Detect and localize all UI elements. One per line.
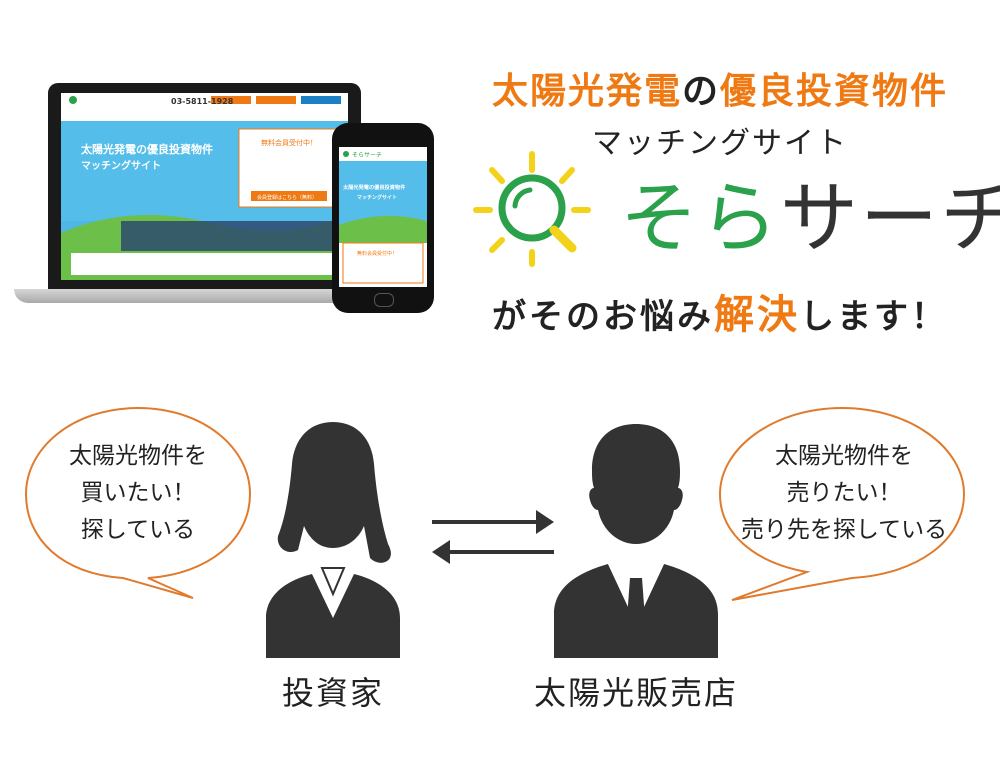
laptop-mockup: 太陽光発電の優良投資物件 マッチングサイト 無料会員受付中！ 会員登録はこちら（… — [48, 83, 361, 290]
seller-speech-bubble — [718, 406, 966, 601]
seller-label: 太陽光販売店 — [533, 674, 738, 712]
brand-name-part1: そら — [620, 174, 781, 264]
tagline-highlight: 解決 — [714, 292, 800, 338]
investor-bubble-line3: 探している — [80, 517, 196, 543]
laptop-website-screenshot: 太陽光発電の優良投資物件 マッチングサイト 無料会員受付中！ 会員登録はこちら（… — [61, 93, 348, 280]
investor-bubble-text: 太陽光物件を 買いたい！ 探している — [28, 438, 248, 549]
tagline: がそのお悩み解決します！ — [440, 282, 1000, 340]
headline-part1: 太陽光発電 — [491, 71, 682, 112]
investor-bubble-line2: 買いたい！ — [80, 480, 196, 506]
investor-bubble-line1: 太陽光物件を — [69, 443, 207, 469]
investor-label: 投資家 — [281, 674, 384, 712]
seller-bubble-line3: 売り先を探している — [740, 517, 948, 543]
laptop-hero-title-1: 太陽光発電の優良投資物件 — [80, 142, 213, 156]
investor-speech-bubble — [24, 406, 252, 599]
headline-part3: 優良投資物件 — [720, 71, 949, 112]
seller-bubble-text: 太陽光物件を 売りたい！ 売り先を探している — [726, 438, 962, 549]
laptop-phone-number: 03-5811-1928 — [171, 97, 234, 106]
tagline-part3: します！ — [800, 297, 948, 337]
subheadline: マッチングサイト — [592, 126, 848, 161]
laptop-signup-title: 無料会員受付中！ — [261, 138, 317, 147]
brand-name: そらサーチ — [620, 156, 1000, 268]
phone-website-screenshot: そらサーチ 太陽光発電の優良投資物件 マッチングサイト 無料会員受付中！ — [339, 147, 427, 287]
investor-woman-icon — [266, 422, 400, 658]
exchange-arrows-icon — [432, 510, 554, 564]
laptop-hero-title-2: マッチングサイト — [81, 159, 161, 172]
phone-home-button — [374, 293, 394, 307]
headline: 太陽光発電の優良投資物件 — [440, 62, 1000, 114]
phone-hero-title-2: マッチングサイト — [357, 194, 397, 201]
laptop-signup-button: 会員登録はこちら（無料） — [257, 194, 317, 201]
website-hero-image: 太陽光発電の優良投資物件 マッチングサイト 無料会員受付中！ 会員登録はこちら（… — [61, 93, 348, 280]
phone-brand: そらサーチ — [352, 152, 382, 159]
brand-logo: そらサーチ — [470, 148, 1000, 268]
sun-magnifier-icon — [473, 151, 591, 267]
phone-hero-image: そらサーチ 太陽光発電の優良投資物件 マッチングサイト 無料会員受付中！ — [339, 147, 427, 284]
phone-signup-title: 無料会員受付中！ — [357, 250, 397, 257]
seller-bubble-line2: 売りたい！ — [786, 480, 902, 506]
smartphone-mockup: そらサーチ 太陽光発電の優良投資物件 マッチングサイト 無料会員受付中！ — [332, 123, 434, 313]
seller-man-icon — [554, 424, 718, 658]
phone-hero-title-1: 太陽光発電の優良投資物件 — [343, 183, 406, 191]
brand-name-part2: サーチ — [780, 174, 1000, 264]
headline-part2: の — [681, 71, 720, 112]
tagline-part1: がそのお悩み — [492, 297, 714, 337]
laptop-base — [14, 289, 398, 303]
seller-bubble-line1: 太陽光物件を — [775, 443, 913, 469]
